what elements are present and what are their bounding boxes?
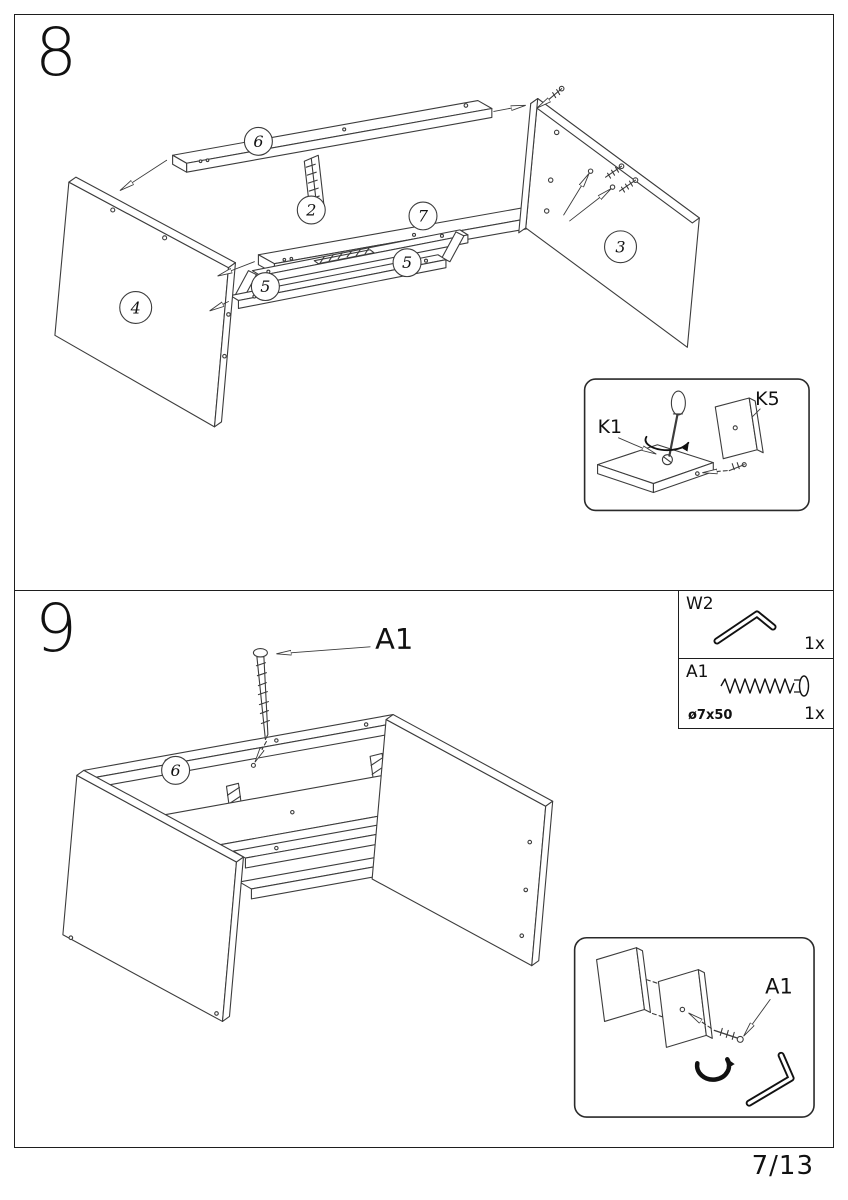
callout-part-2: 2 [296, 195, 326, 225]
hardware-code: W2 [686, 594, 714, 614]
cam-lock-icon [661, 454, 673, 466]
callout-part-5-left: 5 [250, 272, 280, 302]
detail-inset-step8: K1 [583, 378, 810, 512]
hardware-size: ø7x50 [688, 708, 733, 723]
a1-screw [252, 648, 270, 762]
step-8-diagram: 6 2 7 5 5 [54, 85, 810, 512]
callout-part-4-label: 4 [130, 298, 141, 317]
step-9-number: 9 [35, 590, 79, 667]
callout-part-6-label: 6 [253, 132, 263, 151]
inset-screw-icon [689, 1013, 744, 1043]
hardware-item-a1: A1 ø7x50 1x [679, 658, 833, 728]
callout-part-3: 3 [604, 230, 638, 264]
hardware-qty: 1x [804, 704, 825, 724]
callout-part-7-label: 7 [418, 206, 429, 225]
hardware-code: A1 [686, 662, 709, 682]
step-9-panel: 9 W2 1x A1 [15, 591, 833, 1145]
step-9-diagram: A1 6 [62, 622, 815, 1118]
hardware-legend: W2 1x A1 ø7x50 1x [678, 591, 833, 729]
step-8-number: 8 [35, 14, 79, 91]
screwdriver-icon [668, 390, 686, 457]
rotate-arrow-icon [694, 1057, 735, 1082]
allen-key-icon [745, 1051, 795, 1107]
k5-label: K5 [755, 388, 779, 410]
k5-panel [714, 397, 764, 460]
right-side-panel [371, 714, 554, 967]
k1-label: K1 [598, 416, 622, 438]
hardware-item-w2: W2 1x [679, 591, 833, 658]
callout-part-5-right: 5 [392, 248, 422, 278]
callout-part-7: 7 [408, 201, 438, 231]
callout-part-3-label: 3 [615, 238, 625, 257]
a1-label: A1 [375, 622, 413, 656]
part-5-rails [229, 229, 469, 310]
callout-part-4: 4 [119, 291, 153, 324]
cam-bolt-icon [694, 462, 747, 476]
part-6-board [172, 100, 493, 173]
inset-a1-label: A1 [765, 975, 793, 999]
a1-callout: A1 [277, 622, 413, 656]
screw-icon [720, 675, 810, 697]
part-3-side-panel [518, 98, 700, 348]
allen-key-icon [713, 610, 777, 645]
step-8-panel: 8 [15, 15, 833, 591]
callout-part-2-label: 2 [305, 200, 316, 219]
callout-part-5-left-label: 5 [260, 277, 270, 296]
detail-inset-step9: A1 [573, 936, 815, 1118]
callout-part-6: 6 [243, 126, 273, 156]
screw-icons [538, 85, 639, 193]
page-number: 7/13 [751, 1151, 814, 1181]
rotate-arrow-icon [644, 435, 690, 452]
page-frame: 8 [14, 14, 834, 1148]
callout-part-5-right-label: 5 [402, 253, 412, 272]
hardware-qty: 1x [804, 634, 825, 654]
assembly-arrows [121, 106, 611, 311]
left-side-panel [62, 769, 244, 1022]
callout-part-6-label: 6 [171, 761, 181, 780]
callout-part-6: 6 [161, 755, 191, 785]
